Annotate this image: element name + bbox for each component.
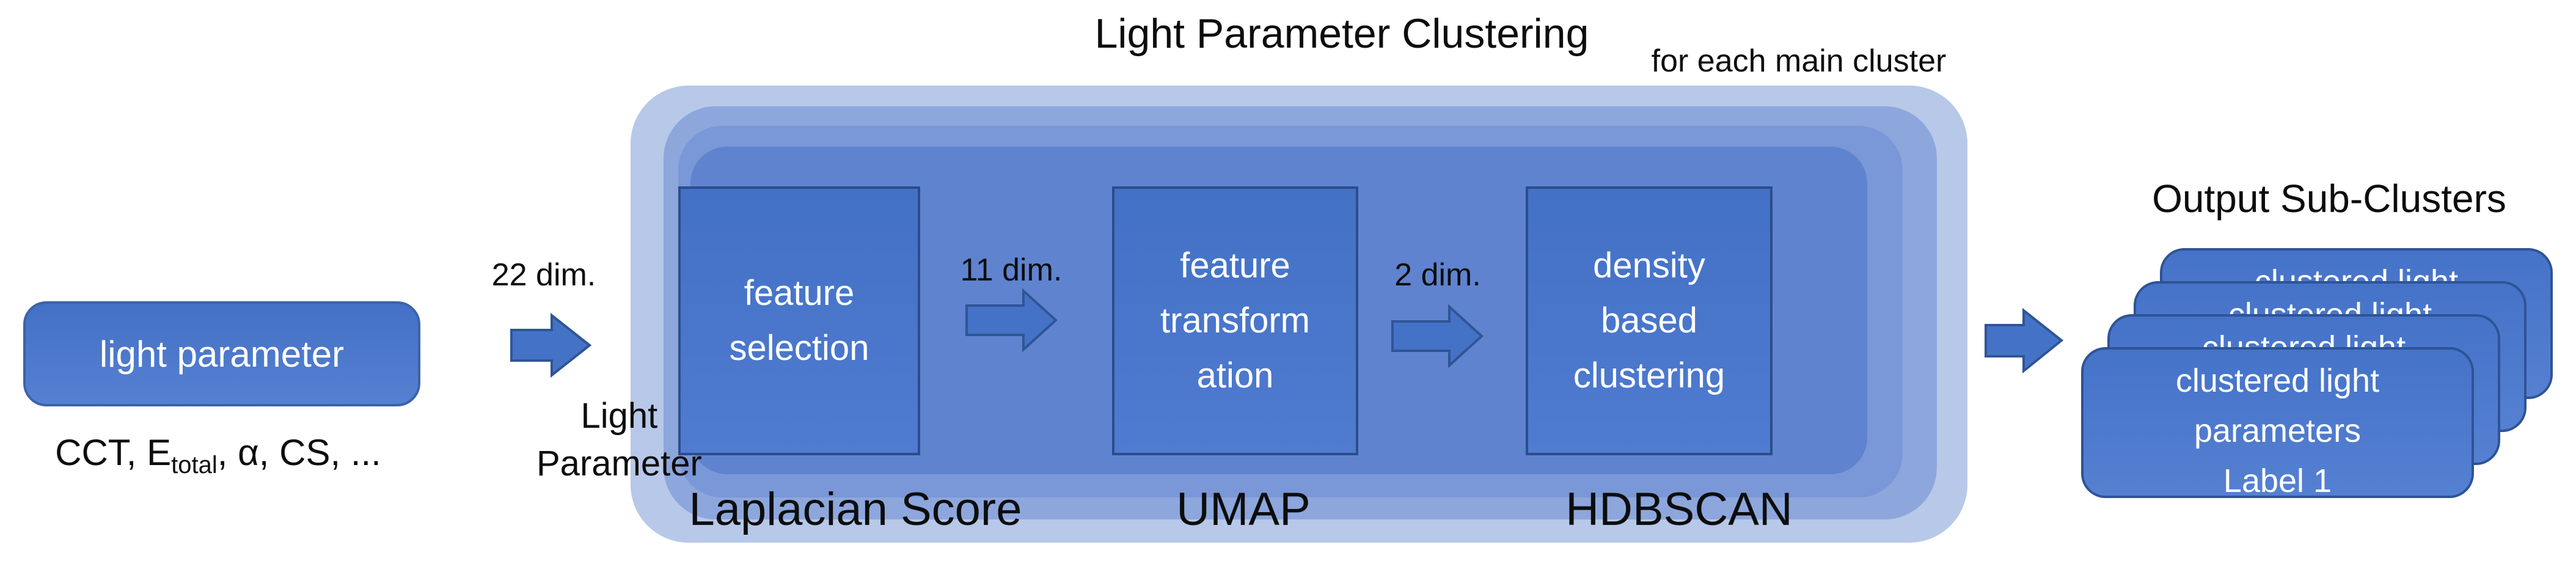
- step-1-line-2: selection: [729, 328, 869, 368]
- right-arrow-icon: [1391, 304, 1484, 369]
- feature-examples-subscript: total: [171, 452, 218, 479]
- clustering-subtitle: for each main cluster: [1651, 43, 1947, 79]
- step-3-line-1: density: [1593, 246, 1705, 285]
- output-card-4-line-3: Label 1: [2223, 463, 2332, 498]
- step-box-feature-transformation: feature transform ation: [1112, 186, 1358, 455]
- dim-label-11: 11 dim.: [960, 252, 1063, 288]
- step-2-line-2: transform: [1160, 301, 1310, 340]
- feature-examples-suffix: , α, CS, ...: [217, 432, 381, 473]
- right-arrow-icon: [510, 312, 592, 378]
- clustering-title: Light Parameter Clustering: [1094, 10, 1589, 57]
- right-arrow-icon: [965, 288, 1058, 353]
- step-1-line-1: feature: [744, 273, 855, 313]
- step-box-density-based-clustering: density based clustering: [1526, 186, 1773, 455]
- method-label-umap: UMAP: [1176, 483, 1311, 535]
- method-label-hdbscan: HDBSCAN: [1565, 483, 1793, 535]
- step-box-feature-selection: feature selection: [678, 186, 920, 455]
- output-title: Output Sub-Clusters: [2152, 177, 2506, 221]
- step-2-line-3: ation: [1196, 356, 1274, 395]
- right-arrow-icon: [1985, 307, 2064, 374]
- flow-caption-line-1: Light: [580, 396, 658, 436]
- flow-caption-light-parameter: Light Parameter: [536, 392, 702, 488]
- dim-label-2: 2 dim.: [1394, 257, 1481, 293]
- output-card-4-line-2: parameters: [2194, 413, 2362, 449]
- feature-examples-prefix: CCT, E: [55, 432, 172, 473]
- step-3-line-3: clustering: [1573, 356, 1725, 395]
- output-card-4-line-1: clustered light: [2175, 362, 2380, 399]
- step-2-line-1: feature: [1180, 246, 1290, 285]
- input-light-parameter-box: light parameter: [23, 301, 420, 406]
- input-light-parameter-label: light parameter: [99, 333, 345, 375]
- flow-caption-line-2: Parameter: [536, 444, 702, 483]
- dim-label-22: 22 dim.: [491, 257, 596, 293]
- input-feature-examples: CCT, Etotal, α, CS, ...: [55, 431, 381, 477]
- output-cluster-card-label-1: clustered light parameters Label 1: [2081, 347, 2474, 498]
- step-3-line-2: based: [1600, 301, 1698, 340]
- method-label-laplacian-score: Laplacian Score: [689, 483, 1022, 535]
